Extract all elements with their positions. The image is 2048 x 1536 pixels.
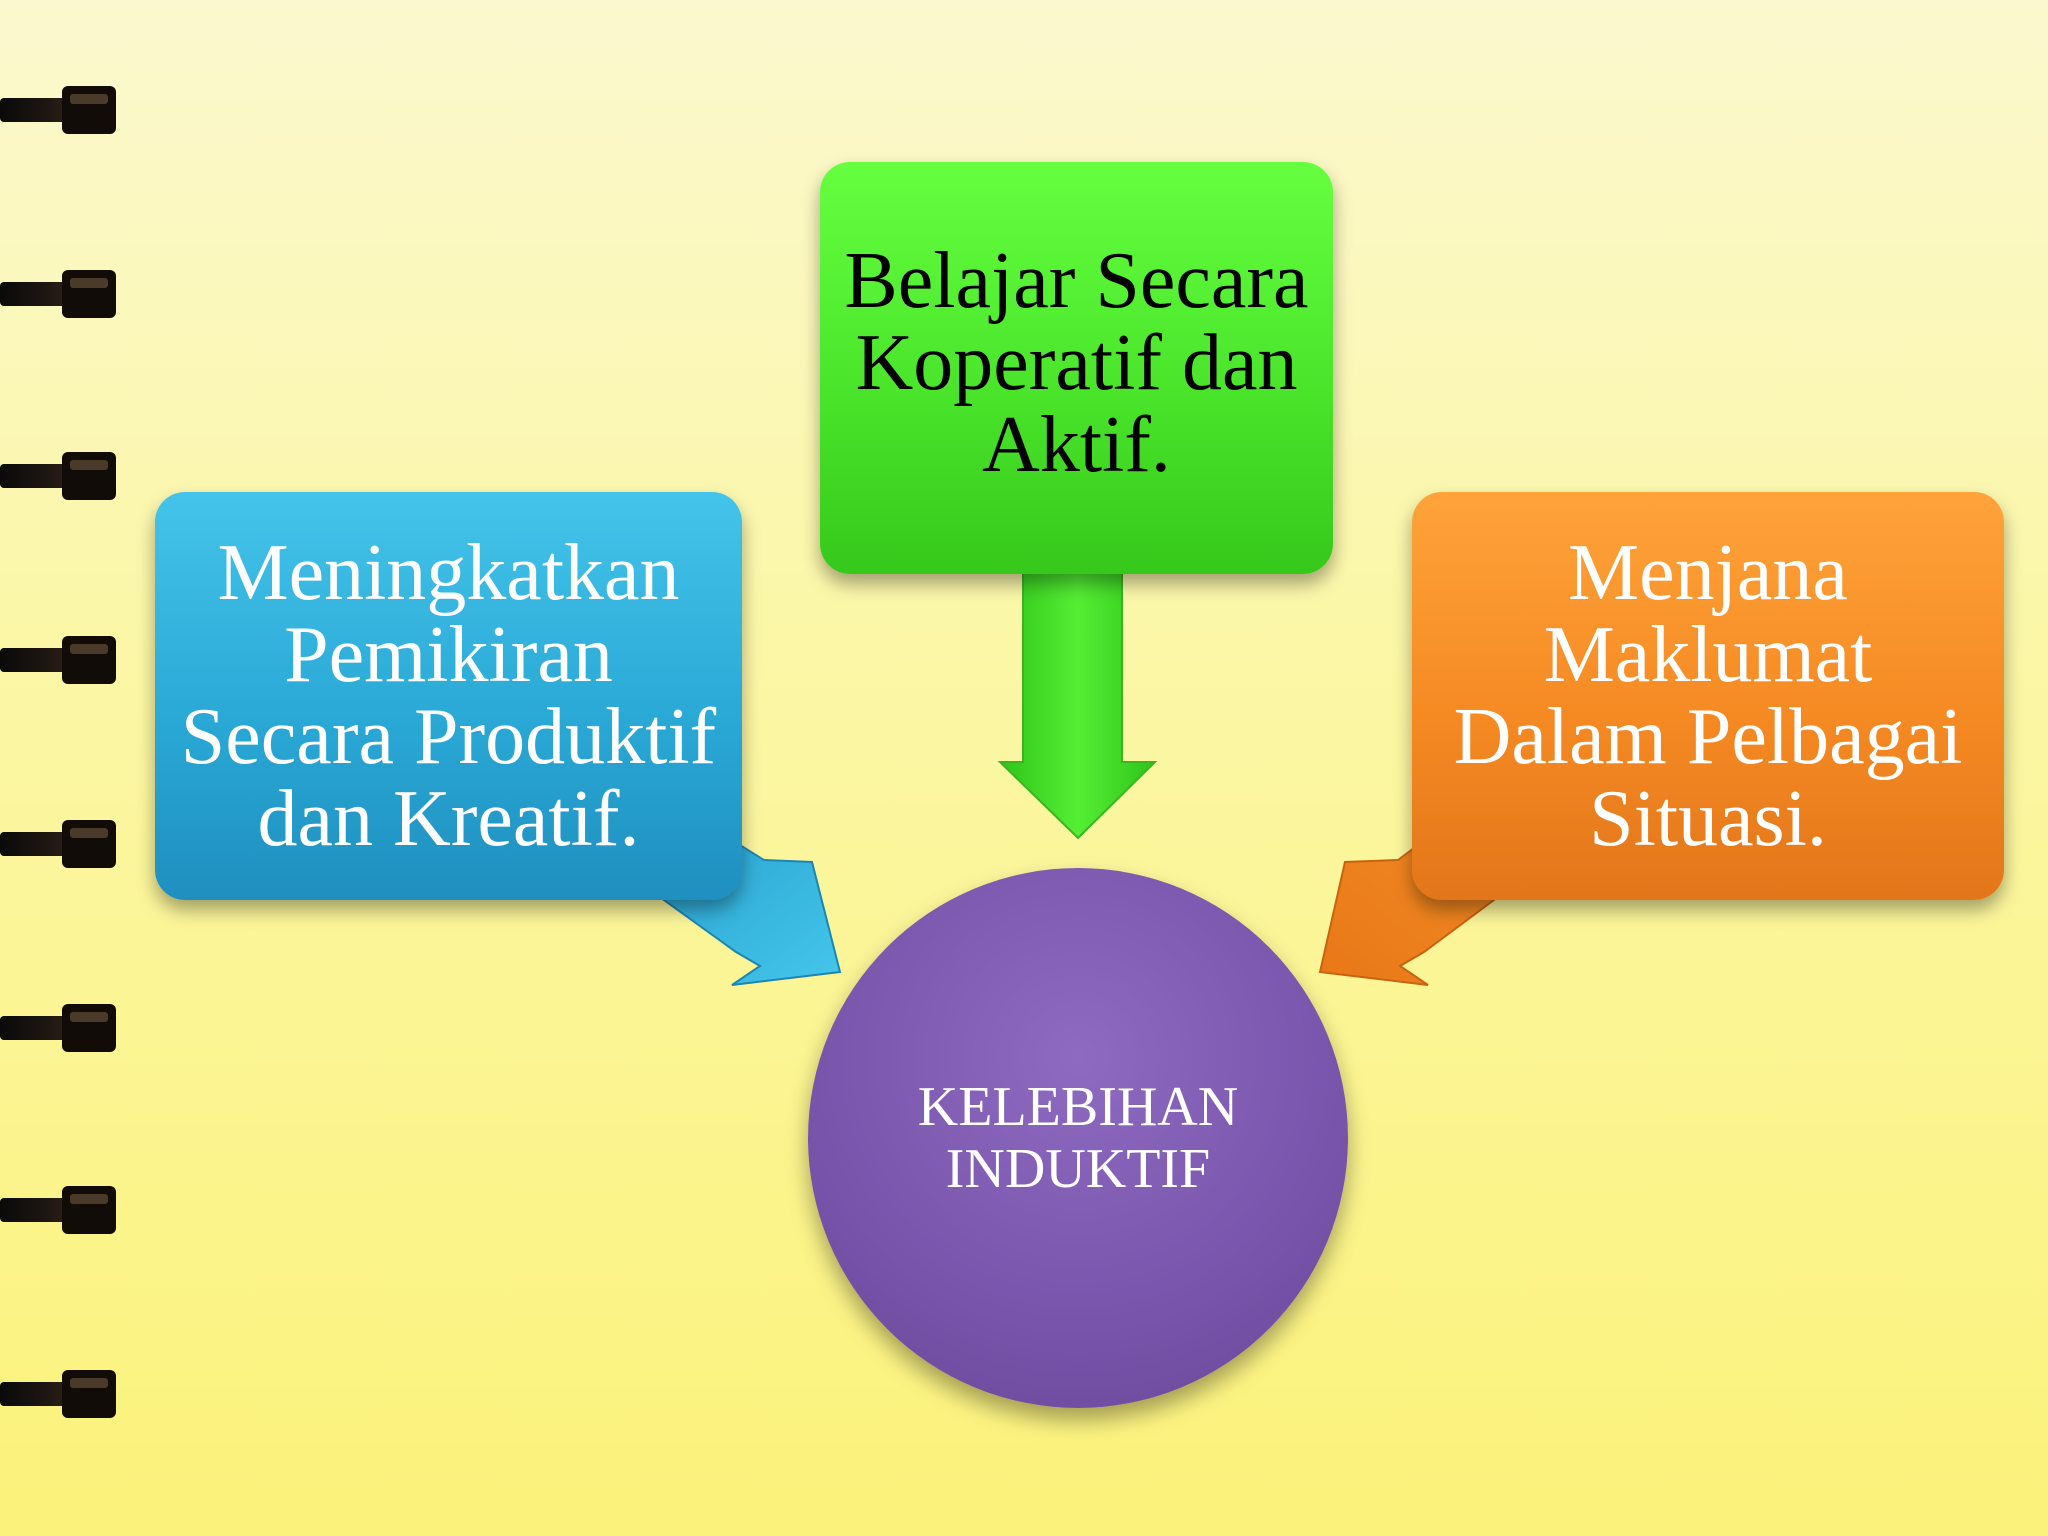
binding-ring [0, 1370, 116, 1418]
benefit-box-cooperative-learning: Belajar Secara Koperatif dan Aktif. [820, 162, 1333, 574]
binding-ring [0, 1004, 116, 1052]
center-label: KELEBIHAN INDUKTIF [917, 1076, 1239, 1200]
benefit-box-productive-thinking: Meningkatkan Pemikiran Secara Produktif … [155, 492, 742, 900]
benefit-box-generate-information: Menjana Maklumat Dalam Pelbagai Situasi. [1412, 492, 2004, 900]
binding-ring [0, 270, 116, 318]
benefit-label-generate-information: Menjana Maklumat Dalam Pelbagai Situasi. [1453, 529, 1963, 863]
binding-ring [0, 1186, 116, 1234]
notebook-binding [0, 86, 116, 1418]
arrow-top-to-center [997, 569, 1158, 840]
binding-ring [0, 820, 116, 868]
binding-ring [0, 452, 116, 500]
benefit-label-cooperative-learning: Belajar Secara Koperatif dan Aktif. [844, 237, 1309, 489]
binding-ring [0, 636, 116, 684]
benefit-label-productive-thinking: Meningkatkan Pemikiran Secara Produktif … [180, 529, 717, 863]
center-node-induktif: KELEBIHAN INDUKTIF [808, 868, 1348, 1408]
binding-ring [0, 86, 116, 134]
